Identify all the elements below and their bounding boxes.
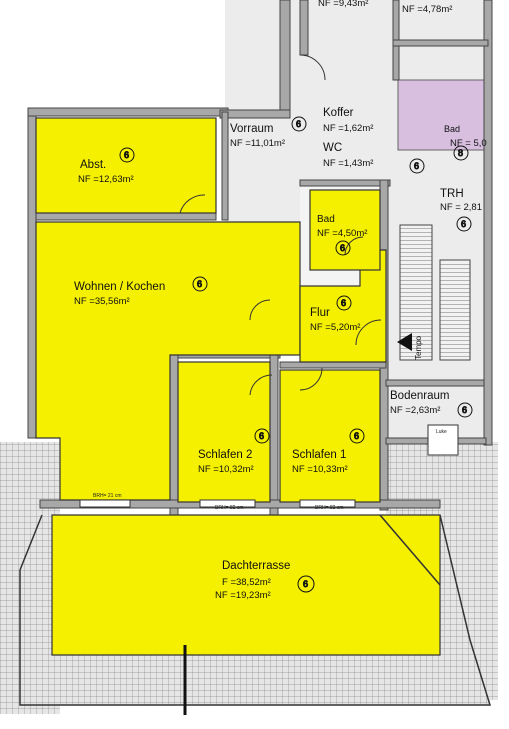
labels: NF =9,43m² NF =4,78m² Abst. NF =12,63m² … <box>74 0 487 601</box>
area-bad: NF =4,50m² <box>317 228 367 239</box>
svg-text:8: 8 <box>458 148 463 158</box>
svg-text:6: 6 <box>259 431 264 441</box>
label-flur: Flur <box>310 307 330 319</box>
room-bad <box>309 189 381 271</box>
room-flur <box>299 249 387 363</box>
area-nf-dachterrasse: NF =19,23m² <box>215 590 271 601</box>
marker-bad: 6 <box>335 240 351 256</box>
area-vorraum: NF =11,01m² <box>230 138 285 149</box>
door-swings <box>179 54 382 396</box>
area-top-right: NF =4,78m² <box>402 4 452 15</box>
svg-text:6: 6 <box>341 298 346 308</box>
area-koffer: NF =1,62m² <box>323 123 373 134</box>
svg-text:6: 6 <box>124 150 129 160</box>
brh-label-1: BRH= 21 cm <box>93 493 121 499</box>
area-schlafen2: NF =10,32m² <box>198 464 254 475</box>
room-markers: 6 6 6 8 6 6 6 6 6 6 6 6 <box>119 116 473 593</box>
marker-vorraum: 6 <box>291 116 307 132</box>
room-schlafen2 <box>177 361 271 503</box>
label-schlafen1: Schlafen 1 <box>292 449 346 461</box>
marker-flur: 6 <box>336 295 352 311</box>
marker-schlafen1: 6 <box>349 428 365 444</box>
area-wc: NF =1,43m² <box>323 158 373 169</box>
tempo-label: Tempo <box>414 335 423 360</box>
area-flur: NF =5,20m² <box>310 322 360 333</box>
label-wc: WC <box>323 142 342 154</box>
area-f-dachterrasse: F =38,52m² <box>222 577 271 588</box>
label-schlafen2: Schlafen 2 <box>198 449 252 461</box>
label-koffer: Koffer <box>323 107 354 119</box>
svg-text:6: 6 <box>462 405 467 415</box>
area-top-left: NF =9,43m² <box>318 0 368 9</box>
label-bad: Bad <box>317 214 335 225</box>
marker-trh: 6 <box>456 216 472 232</box>
svg-text:6: 6 <box>303 579 308 589</box>
svg-text:6: 6 <box>197 279 202 289</box>
marker-bad-right: 8 <box>453 145 469 161</box>
svg-text:6: 6 <box>296 119 301 129</box>
room-schlafen1 <box>279 369 381 503</box>
marker-wohnen: 6 <box>192 276 208 292</box>
area-bodenraum: NF =2,63m² <box>390 405 440 416</box>
roof-tiles <box>0 442 498 714</box>
yellow-rooms <box>35 117 441 656</box>
luke-label: Luke <box>436 429 447 435</box>
bath-purple-zone <box>397 79 489 151</box>
area-bad-right: NF = 5,0 <box>450 138 487 149</box>
entrance-arrow <box>397 333 412 351</box>
marker-dachterrasse: 6 <box>297 575 315 593</box>
windows <box>79 499 356 508</box>
label-trh: TRH <box>440 188 464 200</box>
label-bad-right: Bad <box>444 124 460 134</box>
room-abst <box>35 117 217 214</box>
marker-schlafen2: 6 <box>254 428 270 444</box>
label-dachterrasse: Dachterrasse <box>222 560 290 572</box>
svg-text:6: 6 <box>354 431 359 441</box>
marker-bodenraum: 6 <box>457 402 473 418</box>
svg-text:6: 6 <box>340 243 345 253</box>
room-wohnen <box>35 221 301 501</box>
area-wohnen: NF =35,56m² <box>74 296 130 307</box>
luke-box <box>427 424 459 456</box>
svg-text:6: 6 <box>461 219 466 229</box>
label-bodenraum: Bodenraum <box>390 390 449 402</box>
marker-abst: 6 <box>119 147 135 163</box>
brh-label-2: BRH= 82 cm <box>215 505 243 511</box>
room-dachterrasse <box>51 514 441 656</box>
terrace-outline <box>19 514 492 715</box>
label-abst: Abst. <box>80 159 106 171</box>
area-trh: NF = 2,81 <box>440 202 482 213</box>
svg-text:6: 6 <box>414 161 419 171</box>
area-abst: NF =12,63m² <box>78 174 134 185</box>
label-vorraum: Vorraum <box>230 123 273 135</box>
area-schlafen1: NF =10,33m² <box>292 464 348 475</box>
brh-label-3: BRH= 82 cm <box>315 505 343 511</box>
label-wohnen: Wohnen / Kochen <box>74 281 165 293</box>
marker-wc: 6 <box>409 158 425 174</box>
